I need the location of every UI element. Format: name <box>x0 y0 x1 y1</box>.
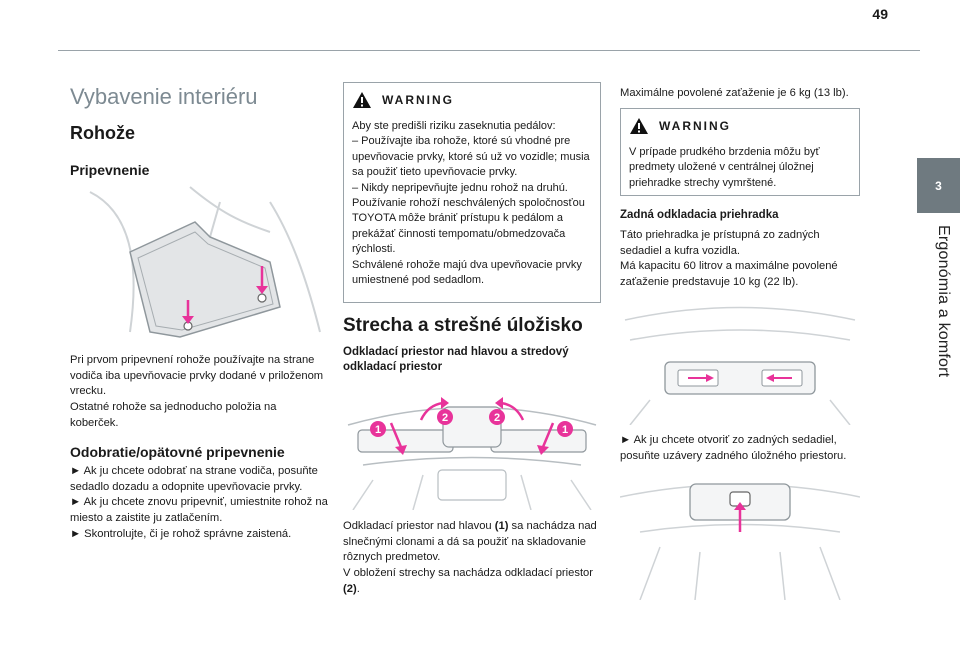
chapter-title: Ergonómia a komfort <box>935 225 952 378</box>
paragraph-attach: Pri prvom pripevnení rohože používajte n… <box>70 354 324 429</box>
paragraph-overhead-storage: Odkladací priestor nad hlavou (1) sa nac… <box>343 519 601 597</box>
heading-attach: Pripevnenie <box>70 162 150 178</box>
warning-icon <box>630 118 648 134</box>
callout-2-left: 2 <box>437 409 453 425</box>
rear-compartment-open-illustration <box>619 472 861 601</box>
subsection-title: Rohože <box>70 123 135 143</box>
max-load-text: Maximálne povolené zaťaženie je 6 kg (13… <box>620 87 849 99</box>
text-part-3: . <box>356 582 360 595</box>
page-number: 49 <box>872 6 888 22</box>
warning-title: WARNING <box>382 93 454 107</box>
callout-2-left-label: 2 <box>442 412 448 424</box>
text-part-2: sa nachádza nad slnečnými clonami a dá s… <box>343 520 597 580</box>
section-title: Vybavenie interiéru <box>70 84 258 109</box>
warning-box-pedals: WARNING Aby ste predišli riziku zaseknut… <box>343 82 601 303</box>
heading-remove: Odobratie/opätovné pripevnenie <box>70 444 285 460</box>
chapter-tab[interactable]: 3 <box>917 158 960 213</box>
warning-text: Aby ste predišli riziku zaseknutia pedál… <box>352 120 590 286</box>
paragraph-remove: ► Ak ju chcete odobrať na strane vodiča,… <box>70 465 328 540</box>
top-rule <box>58 50 920 51</box>
warning-text: V prípade prudkého brzdenia môžu byť pre… <box>629 146 820 189</box>
subheading-overhead-storage: Odkladací priestor nad hlavou a stredový… <box>343 346 569 373</box>
callout-2-right: 2 <box>489 409 505 425</box>
overhead-storage-illustration: 1 2 2 1 <box>343 385 601 511</box>
paragraph-rear-compartment: Táto priehradka je prístupná zo zadných … <box>620 229 838 289</box>
warning-title: WARNING <box>659 119 731 133</box>
callout-1-right: 1 <box>557 421 573 437</box>
reference-2: (2) <box>343 582 357 595</box>
heading-rear-compartment: Zadná odkladacia priehradka <box>620 209 779 221</box>
rear-compartment-illustration <box>620 300 860 426</box>
warning-icon <box>353 92 371 108</box>
text-part-1: Odkladací priestor nad hlavou <box>343 520 495 532</box>
callout-1-left-label: 1 <box>375 424 381 436</box>
instruction-open: ► Ak ju chcete otvoriť zo zadných sedadi… <box>620 434 847 462</box>
warning-box-braking: WARNING V prípade prudkého brzdenia môžu… <box>620 108 860 196</box>
heading-roof-storage: Strecha a strešné úložisko <box>343 315 583 336</box>
callout-1-left: 1 <box>370 421 386 437</box>
floor-mat-illustration <box>70 182 328 342</box>
callout-2-right-label: 2 <box>494 412 500 424</box>
reference-1: (1) <box>494 520 509 532</box>
callout-1-right-label: 1 <box>562 424 568 436</box>
